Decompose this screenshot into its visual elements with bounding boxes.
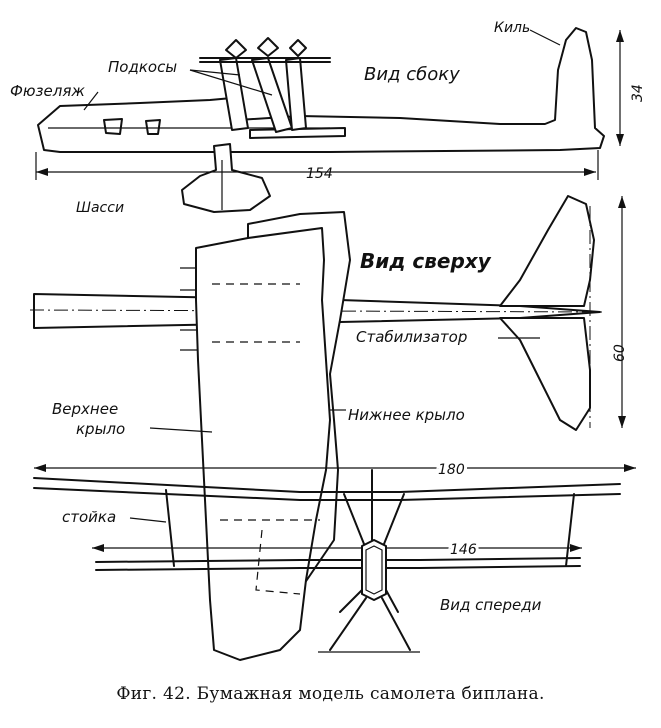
label-lower-wing: Нижнее крыло [348, 406, 465, 424]
upper-wing-front [33, 477, 621, 493]
stabilizer-top-upper [499, 195, 595, 307]
label-top-view: Вид сверху [360, 249, 492, 273]
label-stabilizer: Стабилизатор [356, 328, 467, 346]
label-length: 154 [306, 166, 333, 182]
stabilizer-top-lower [499, 317, 591, 431]
window-2 [145, 119, 161, 135]
label-landing-gear: Шасси [76, 200, 124, 216]
label-stab-span: 60 [612, 344, 628, 362]
label-side-view: Вид сбоку [364, 64, 460, 85]
label-lower-span: 146 [450, 542, 477, 558]
label-fin: Киль [494, 20, 530, 36]
lower-wing-front [95, 557, 581, 563]
label-struts: Подкосы [108, 58, 177, 76]
fuselage-side [37, 27, 605, 153]
strut-front-right [565, 493, 575, 567]
strut-front-left [165, 489, 175, 567]
front-view: 180 146 стойка Вид спереди [33, 459, 636, 653]
figure-caption: Фиг. 42. Бумажная модель самолета биплан… [116, 684, 545, 704]
label-front-view: Вид спереди [440, 596, 542, 614]
fuselage-front [361, 539, 387, 601]
label-upper-wing: Верхнее [52, 400, 118, 418]
upper-wing-top [195, 227, 331, 661]
biplane-drawing: Фюзеляж Подкосы Вид сбоку Киль 154 34 Ша… [10, 20, 646, 661]
top-view: Вид сверху Стабилизатор 60 Верхнее крыло… [29, 195, 628, 661]
fuselage-top [33, 293, 601, 329]
label-height: 34 [630, 84, 646, 102]
window-1 [103, 118, 123, 135]
label-strut: стойка [62, 508, 116, 526]
lower-wing-side [249, 127, 346, 139]
label-upper-wing-2: крыло [76, 420, 125, 438]
label-fuselage: Фюзеляж [10, 82, 85, 100]
landing-gear [181, 143, 271, 213]
label-upper-span: 180 [438, 462, 465, 478]
side-view: Фюзеляж Подкосы Вид сбоку Киль 154 34 Ша… [10, 20, 646, 216]
